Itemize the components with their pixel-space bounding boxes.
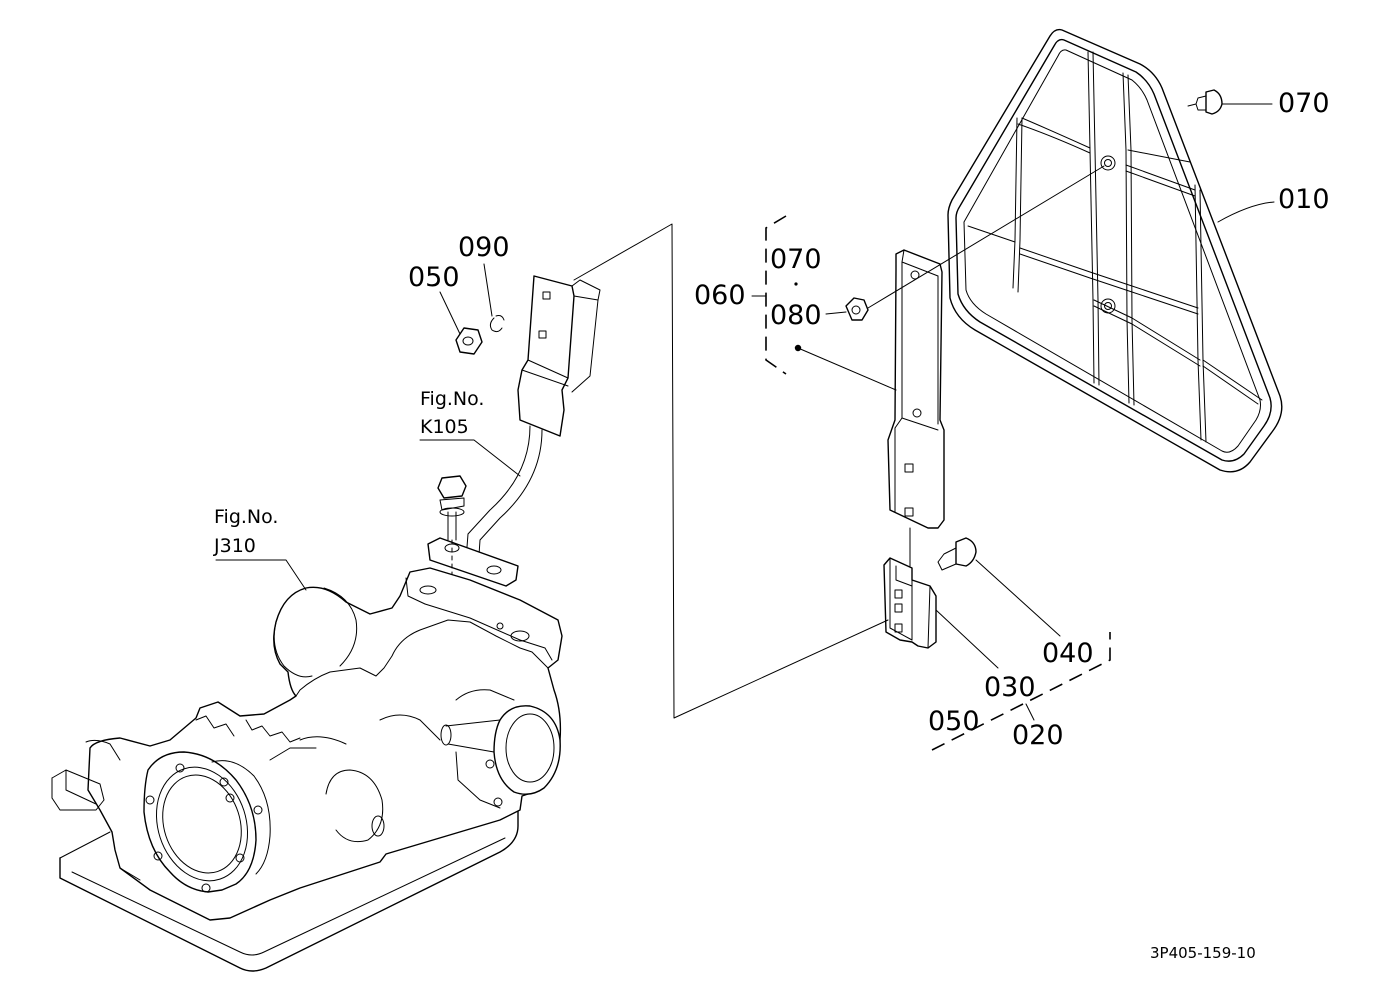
callout-040: 040 <box>1042 638 1094 669</box>
washer-090 <box>489 315 505 333</box>
callout-010-070-top: 070 <box>1278 88 1330 119</box>
bracket-stay <box>887 249 945 529</box>
callout-050-left: 050 <box>408 262 460 293</box>
screw-070 <box>1187 89 1223 115</box>
ref-k105-label: Fig.No. <box>420 388 485 410</box>
callout-060: 060 <box>694 280 746 311</box>
ref-j310-label: Fig.No. <box>214 506 279 528</box>
base-bolt <box>437 475 467 541</box>
ref-j310-number: J310 <box>214 535 256 557</box>
callout-070-group: 070 <box>770 244 822 275</box>
stay-arm <box>427 275 601 587</box>
mirror-panel <box>947 28 1283 473</box>
callout-050-bottom: 050 <box>928 706 980 737</box>
leader-lines <box>215 103 1275 721</box>
nut-080 <box>845 297 869 321</box>
ref-k105-number: K105 <box>420 416 469 438</box>
dashed-bracket-020 <box>931 632 1111 751</box>
separator-dot <box>794 282 798 286</box>
group-dot-marker <box>794 344 802 352</box>
callout-030: 030 <box>984 672 1036 703</box>
transmission-housing <box>51 567 563 972</box>
drawing-code: 3P405-159-10 <box>1150 944 1256 962</box>
dashed-bracket-060 <box>765 215 787 375</box>
callout-020: 020 <box>1012 720 1064 751</box>
bolt-040 <box>937 537 977 571</box>
clamp-030 <box>883 557 937 649</box>
callout-080: 080 <box>770 300 822 331</box>
nut-050-left <box>455 327 483 355</box>
callout-090: 090 <box>458 232 510 263</box>
callout-010: 010 <box>1278 184 1330 215</box>
